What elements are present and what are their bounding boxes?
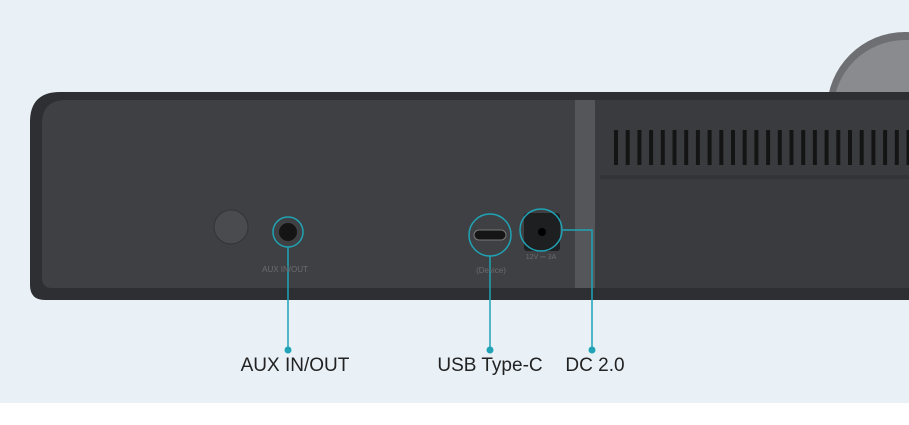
vent-slot — [906, 130, 909, 165]
vent-slot — [848, 130, 852, 165]
vent-slot — [719, 130, 724, 165]
vent-slot — [871, 130, 876, 165]
callout-dot — [284, 346, 292, 354]
vent-slot — [614, 130, 618, 165]
callout-lines — [287, 229, 593, 350]
vent-slot — [777, 130, 782, 165]
printed-dc-label: 12V ⎓ 3A — [525, 254, 557, 261]
vent-section — [575, 100, 909, 288]
vent-grille — [614, 130, 909, 165]
callout-dot — [588, 346, 596, 354]
dc-pin — [538, 228, 546, 236]
vent-slot — [742, 130, 747, 165]
vent-slot — [707, 130, 712, 165]
vent-slot — [625, 130, 630, 165]
vent-slot — [672, 130, 677, 165]
vent-edge — [575, 100, 595, 288]
callout-dc: DC 2.0 — [565, 355, 625, 376]
vent-slot — [754, 130, 759, 165]
usb-c-port — [473, 229, 507, 241]
vent-slot — [824, 130, 829, 165]
button — [213, 209, 249, 245]
vent-slot — [812, 130, 817, 165]
printed-aux-label: AUX IN/OUT — [262, 265, 308, 274]
vent-slot — [859, 130, 864, 165]
vent-slot — [660, 130, 665, 165]
callout-dot — [486, 346, 494, 354]
vent-slot — [637, 130, 642, 165]
vent-slot — [695, 130, 700, 165]
callout-usb-c: USB Type-C — [437, 355, 543, 376]
vent-slot — [766, 130, 771, 165]
vent-slot — [731, 130, 735, 165]
callout-aux: AUX IN/OUT — [240, 355, 350, 376]
vent-slot — [801, 130, 806, 165]
aux-port — [279, 223, 297, 241]
vent-slot — [684, 130, 689, 165]
vent-slot — [649, 130, 654, 165]
vent-slot — [894, 130, 899, 165]
vent-slot — [883, 130, 888, 165]
vent-slot — [836, 130, 841, 165]
vent-slot — [789, 130, 794, 165]
printed-usb-label: (Device) — [476, 266, 506, 275]
vent-ledge — [600, 175, 909, 179]
